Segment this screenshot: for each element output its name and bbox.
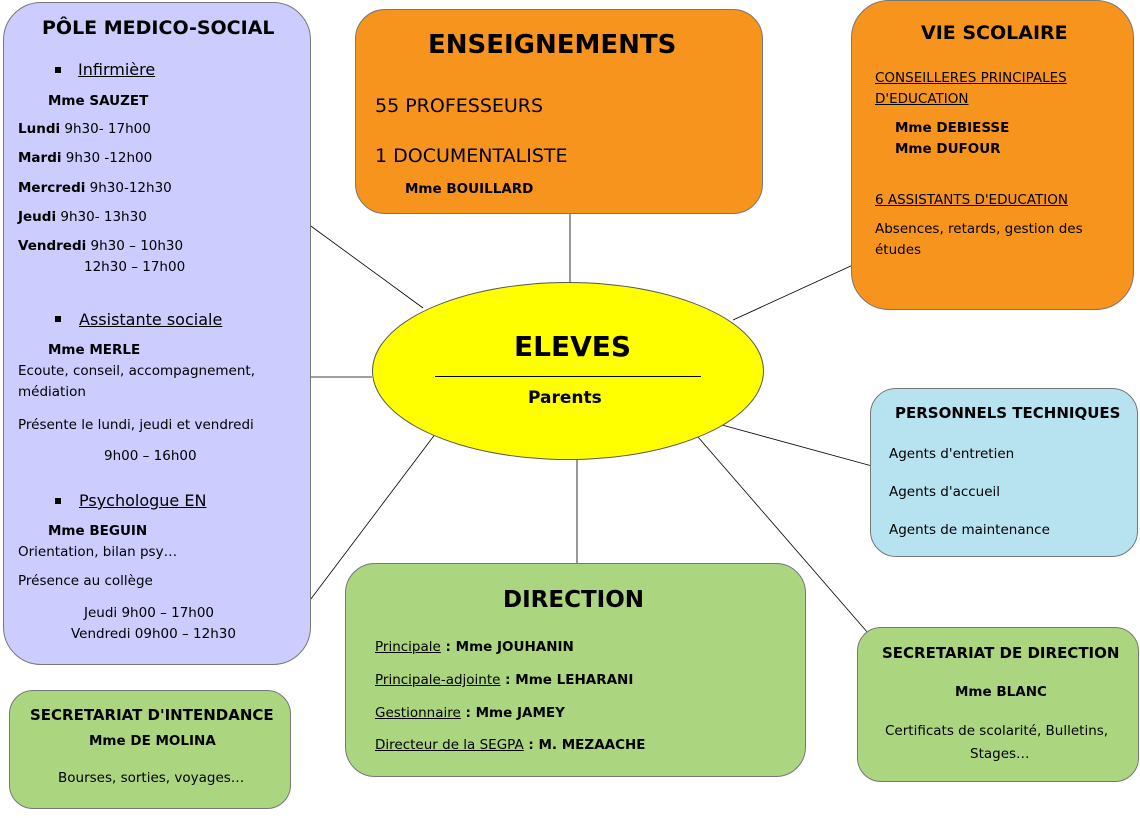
schedule-row-mardi: Mardi 9h30 -12h00 [18, 150, 153, 166]
cpe-name-1: Mme DEBIESSE [895, 120, 1010, 136]
secretariat-direction-name: Mme BLANC [955, 684, 1047, 700]
psychologue-desc: Orientation, bilan psy… [18, 544, 178, 560]
techniques-title: PERSONNELS TECHNIQUES [895, 404, 1121, 422]
direction-row-principale: Principale : Mme JOUHANIN [375, 639, 574, 655]
schedule-row-lundi: Lundi 9h30- 17h00 [18, 121, 151, 137]
aed-label: 6 ASSISTANTS D'EDUCATION [875, 192, 1068, 208]
connector-medico-bottom [285, 432, 437, 633]
schedule-row-jeudi: Jeudi 9h30- 13h30 [18, 209, 147, 225]
psychologue-label: Psychologue EN [79, 491, 207, 510]
assistante-presence: Présente le lundi, jeudi et vendredi [18, 417, 254, 433]
psychologue-line-2: Vendredi 09h00 – 12h30 [71, 626, 236, 642]
eleves-ellipse [372, 282, 764, 460]
bullet-icon [55, 316, 61, 322]
aed-desc-2: études [875, 242, 922, 258]
techniques-item-maintenance: Agents de maintenance [889, 522, 1050, 538]
parents-label: Parents [528, 388, 602, 408]
psychologue-line-1: Jeudi 9h00 – 17h00 [84, 605, 215, 621]
direction-title: DIRECTION [503, 587, 644, 613]
bullet-icon [55, 67, 61, 73]
connector-techniques [721, 424, 873, 467]
techniques-item-accueil: Agents d'accueil [889, 484, 1001, 500]
direction-row-gestionnaire: Gestionnaire : Mme JAMEY [375, 705, 565, 721]
assistante-hours: 9h00 – 16h00 [104, 448, 197, 464]
assistante-desc-1: Ecoute, conseil, accompagnement, [18, 363, 256, 379]
direction-row-principale-adjointe: Principale-adjointe : Mme LEHARANI [375, 672, 634, 688]
direction-box [345, 563, 806, 777]
medico-social-box [3, 2, 311, 665]
cpe-name-2: Mme DUFOUR [895, 141, 1001, 157]
vie-scolaire-title: VIE SCOLAIRE [921, 22, 1068, 44]
psychologue-name: Mme BEGUIN [48, 523, 148, 539]
center-divider [435, 376, 701, 377]
assistante-desc-2: médiation [18, 384, 86, 400]
direction-row-segpa: Directeur de la SEGPA : M. MEZAACHE [375, 737, 646, 753]
enseignements-documentaliste: 1 DOCUMENTALISTE [375, 145, 568, 167]
connector-vie-scolaire [732, 264, 854, 321]
schedule-row-vendredi-afternoon: 12h30 – 17h00 [84, 259, 186, 275]
enseignements-title: ENSEIGNEMENTS [428, 30, 677, 60]
enseignements-box [355, 9, 763, 214]
assistante-label: Assistante sociale [79, 310, 223, 329]
enseignements-doc-name: Mme BOUILLARD [405, 181, 534, 197]
intendance-box [9, 690, 291, 809]
connector-medico-top [292, 212, 424, 309]
cpe-label-1: CONSEILLERES PRINCIPALES [875, 70, 1067, 86]
secretariat-direction-desc-2: Stages… [970, 746, 1030, 762]
medico-social-title: PÔLE MEDICO-SOCIAL [42, 17, 275, 39]
infirmiere-label: Infirmière [78, 60, 156, 79]
intendance-desc: Bourses, sorties, voyages… [58, 770, 245, 786]
enseignements-professeurs: 55 PROFESSEURS [375, 95, 544, 117]
infirmiere-name: Mme SAUZET [48, 93, 149, 109]
intendance-name: Mme DE MOLINA [89, 733, 216, 749]
intendance-title: SECRETARIAT D'INTENDANCE [30, 706, 274, 724]
techniques-box [870, 388, 1138, 557]
schedule-row-mercredi: Mercredi 9h30-12h30 [18, 180, 172, 196]
aed-desc-1: Absences, retards, gestion des [875, 221, 1083, 237]
vie-scolaire-box [851, 0, 1134, 310]
connector-secretariat-direction [697, 436, 869, 634]
cpe-label-2: D'EDUCATION [875, 91, 969, 107]
bullet-icon [55, 498, 61, 504]
secretariat-direction-box [857, 627, 1139, 782]
eleves-title: ELEVES [514, 330, 632, 363]
psychologue-presence: Présence au collège [18, 573, 153, 589]
techniques-item-entretien: Agents d'entretien [889, 446, 1015, 462]
assistante-name: Mme MERLE [48, 342, 141, 358]
secretariat-direction-desc-1: Certificats de scolarité, Bulletins, [885, 723, 1109, 739]
secretariat-direction-title: SECRETARIAT DE DIRECTION [882, 644, 1120, 662]
schedule-row-vendredi: Vendredi 9h30 – 10h30 [18, 238, 184, 254]
